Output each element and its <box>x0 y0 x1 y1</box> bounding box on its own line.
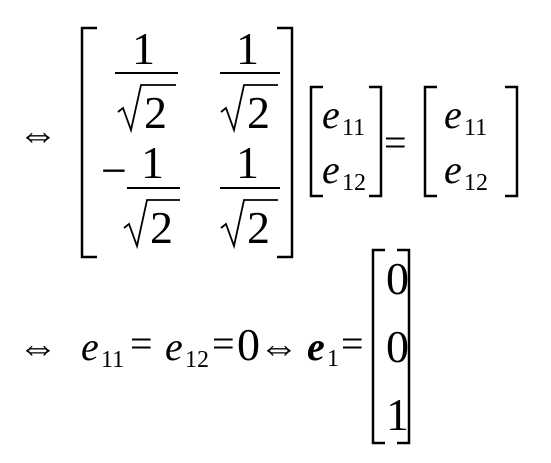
equals-sign-3: = <box>212 321 235 366</box>
matrix-r1c2-denominator: 2 <box>247 87 270 138</box>
matrix-right-bracket <box>277 26 294 259</box>
result-entry-1: 0 <box>386 253 409 304</box>
e11-subscript: 11 <box>101 347 124 373</box>
vector-left-open-bracket <box>309 85 323 198</box>
matrix-r1c1-denominator: 2 <box>144 87 167 138</box>
vector-right-close-bracket <box>505 85 519 198</box>
matrix-r2c1-numerator: 1 <box>141 137 164 188</box>
equivalence-arrow-1: ⇔ <box>18 111 58 156</box>
vector-left-e11-base: e <box>322 92 340 137</box>
result-close-bracket <box>397 248 411 445</box>
vector-left-e12-base: e <box>322 147 340 192</box>
equivalence-arrow-2: ⇔ <box>18 324 58 369</box>
equals-sign-2: = <box>130 321 153 366</box>
e11-base: e <box>81 324 99 369</box>
equivalence-arrow-3: ⇔ <box>259 324 299 369</box>
matrix-left-bracket <box>80 26 97 259</box>
vector-right-e12-subscript: 12 <box>464 170 488 196</box>
matrix-r1c1-numerator: 1 <box>132 23 155 74</box>
vector-right-e12-base: e <box>444 147 462 192</box>
equals-sign-1: = <box>384 120 407 165</box>
vector-left-close-bracket <box>369 85 383 198</box>
vector-left-e11-subscript: 11 <box>342 115 365 141</box>
result-entry-3: 1 <box>386 389 409 440</box>
e1-vector-subscript: 1 <box>327 346 339 372</box>
e12-base: e <box>165 324 183 369</box>
matrix-r2c2-radical <box>220 199 278 250</box>
vector-right-e11-base: e <box>444 92 462 137</box>
vector-right-open-bracket <box>423 85 437 198</box>
zero-value: 0 <box>237 319 260 370</box>
matrix-r2c2-denominator: 2 <box>247 202 270 253</box>
vector-left-e12-subscript: 12 <box>342 170 366 196</box>
vector-right-e11-subscript: 11 <box>464 115 487 141</box>
e1-vector-base: e <box>307 324 325 369</box>
matrix-r2c1-denominator: 2 <box>150 202 173 253</box>
matrix-r1c2-numerator: 1 <box>236 23 259 74</box>
matrix-r2c1-sign: − <box>101 145 127 196</box>
matrix-r1c2-radical <box>220 84 278 134</box>
matrix-r2c2-numerator: 1 <box>236 137 259 188</box>
e12-subscript: 12 <box>185 347 209 373</box>
result-open-bracket <box>371 248 385 445</box>
equals-sign-4: = <box>341 321 364 366</box>
result-entry-2: 0 <box>386 321 409 372</box>
matrix-r2c1-radical <box>123 199 180 250</box>
matrix-r1c1-radical <box>117 84 176 134</box>
